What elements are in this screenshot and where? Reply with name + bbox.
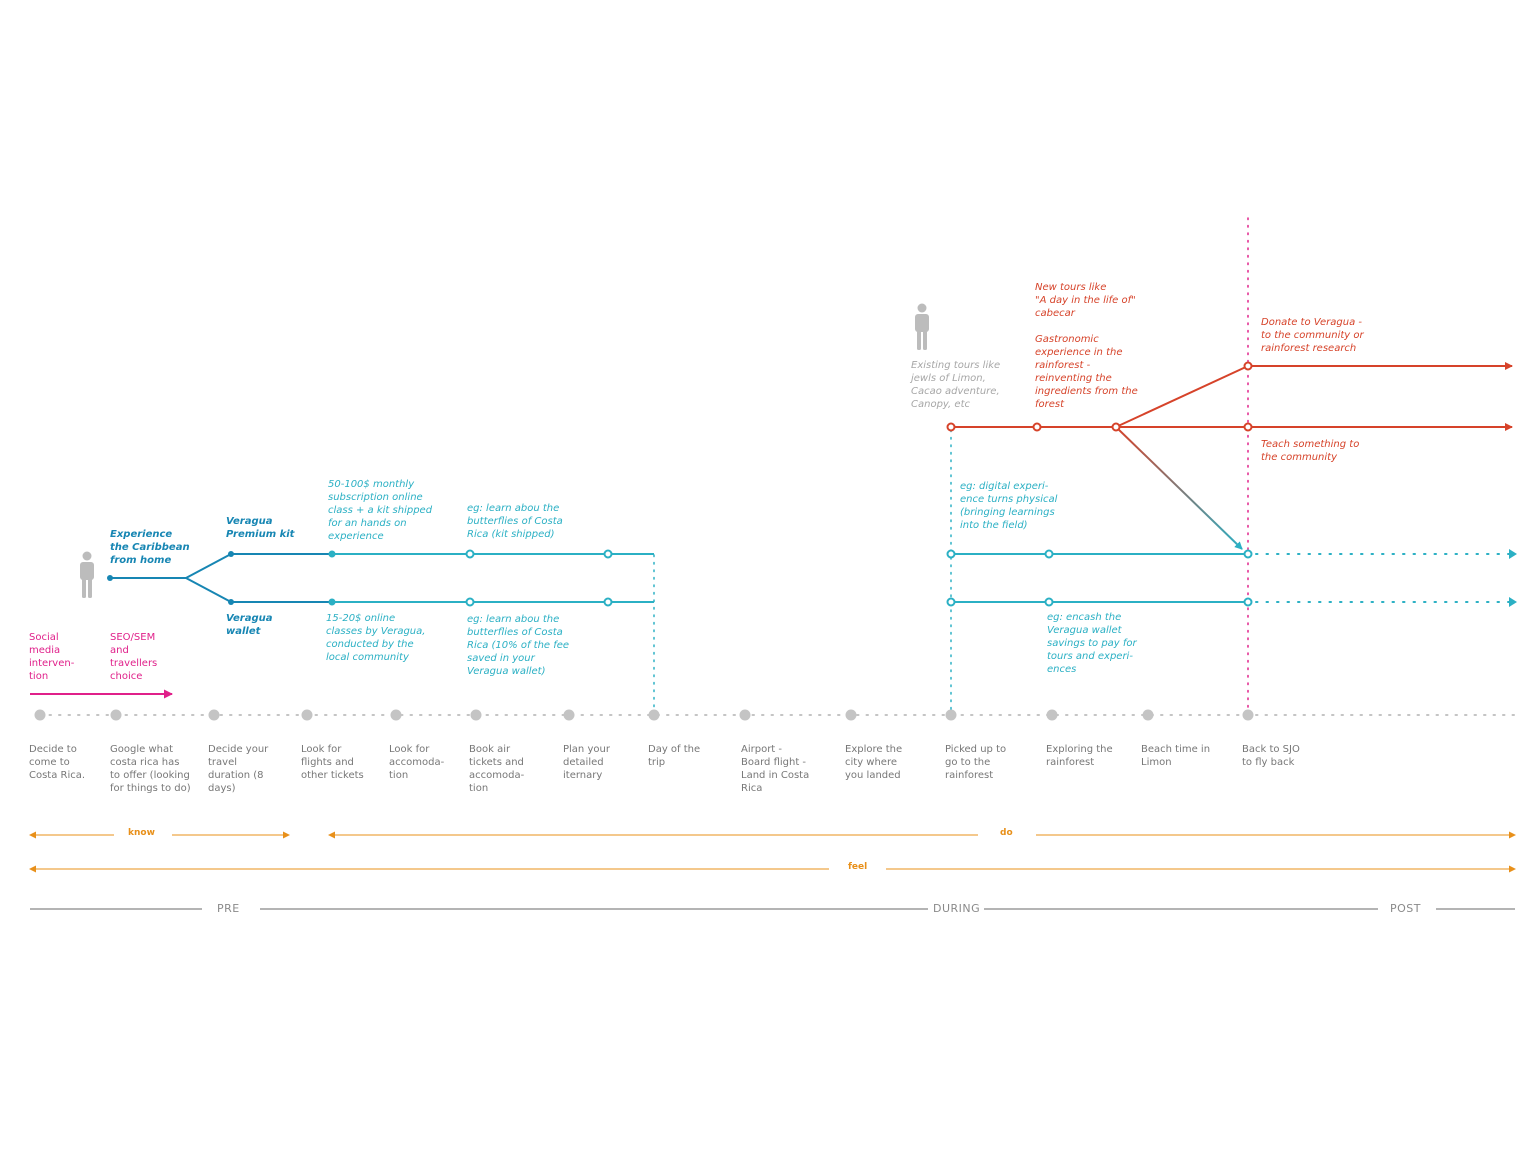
timeline-dot [390,709,402,721]
phase-do-label: do [1000,828,1013,838]
step-label: Plan your detailed iternary [563,744,610,781]
timeline-dot [648,709,660,721]
step-label: Beach time in Limon [1141,744,1211,768]
new-tours-label: New tours like "A day in the life of" ca… [1035,282,1136,319]
step-label: Explore the city where you landed [845,744,903,781]
teal-arrowhead [1509,549,1517,559]
seo-label: SEO/SEM and travellers choice [110,632,158,682]
subscription-label: 50-100$ monthly subscription online clas… [328,479,433,542]
red-node [1243,422,1253,432]
teal-node [328,550,336,558]
digital-physical-label: eg: digital experi- ence turns physical … [960,481,1058,531]
red-node [1111,422,1121,432]
red-node [1032,422,1042,432]
existing-tours-label: Existing tours like jewls of Limon, Caca… [911,360,1001,410]
person-icon [915,303,929,350]
teal-node [1044,597,1054,607]
donate-label: Donate to Veragua - to the community or … [1261,317,1364,354]
timeline-dot [845,709,857,721]
experience-label: Experience the Caribbean from home [110,529,190,566]
timeline-dot [563,709,575,721]
step-label: Google what costa rica has to offer (loo… [110,744,191,794]
step-label: Look for flights and other tickets [301,744,364,781]
blue-dot [228,599,234,605]
timeline-dot [110,709,122,721]
timeline-dot [470,709,482,721]
timeline-dots [34,709,1254,721]
blue-dot [107,575,113,581]
step-label: Look for accomoda- tion [389,744,445,781]
encash-label: eg: encash the Veragua wallet savings to… [1047,612,1137,675]
step-label: Book air tickets and accomoda- tion [469,744,525,794]
step-label: Airport - Board flight - Land in Costa R… [741,744,810,794]
teal-node [465,597,475,607]
step-label: Decide your travel duration (8 days) [208,744,269,794]
step-label: Decide to come to Costa Rica. [29,744,86,781]
teal-node [1044,549,1054,559]
teal-node [946,549,956,559]
phase-know-label: know [128,828,155,838]
timeline-dot [1242,709,1254,721]
stage-during-label: DURING [933,902,981,915]
teal-node [465,549,475,559]
step-label: Exploring the rainforest [1046,744,1113,768]
stage-post-label: POST [1390,902,1421,915]
timeline-dot [301,709,313,721]
phase-feel-label: feel [848,862,868,872]
teal-node [1243,549,1253,559]
wallet-label: Veragua wallet [226,613,273,637]
red-line-up [1115,365,1249,428]
teach-label: Teach something to the community [1261,439,1360,463]
person-icon [80,551,94,598]
gastronomic-label: Gastronomic experience in the rainforest… [1035,334,1138,410]
red-teal-diagonal [1115,426,1243,550]
social-media-label: Social media interven- tion [29,632,75,682]
blue-dot [228,551,234,557]
blue-branch [110,553,232,603]
teal-node [946,597,956,607]
timeline-dot [34,709,46,721]
timeline-dot [739,709,751,721]
red-node [1243,361,1253,371]
stage-pre-label: PRE [217,902,240,915]
teal-arrowhead [1509,597,1517,607]
step-label: Back to SJO to fly back [1242,744,1300,768]
step-label: Day of the trip [648,744,701,768]
timeline-dot [1046,709,1058,721]
step-label: Picked up to go to the rainforest [945,744,1007,781]
butterflies-wallet-label: eg: learn abou the butterflies of Costa … [467,614,570,677]
timeline-dot [945,709,957,721]
butterflies-kit-label: eg: learn abou the butterflies of Costa … [467,503,563,540]
teal-node [1243,597,1253,607]
teal-node [603,549,613,559]
premium-kit-label: Veragua Premium kit [226,516,295,540]
online-classes-label: 15-20$ online classes by Veragua, conduc… [326,613,426,663]
red-node [946,422,956,432]
teal-node [603,597,613,607]
timeline-dot [208,709,220,721]
teal-node [328,598,336,606]
timeline-dot [1142,709,1154,721]
